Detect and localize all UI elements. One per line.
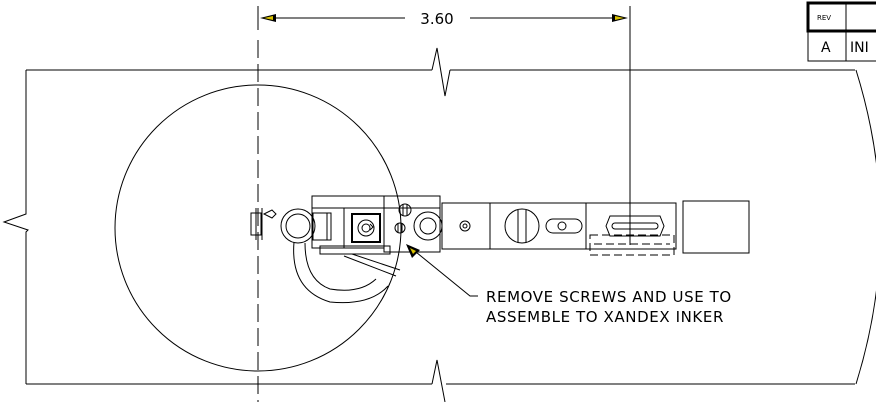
note-line-1: REMOVE SCREWS AND USE TO — [486, 288, 732, 306]
revision-table: REV A INI — [806, 1, 876, 62]
inker-assembly — [250, 195, 750, 304]
rev-header: REV — [817, 14, 831, 22]
plate-outline — [2, 47, 876, 402]
wafer-circle — [114, 84, 402, 372]
dimension-value: 3.60 — [420, 10, 453, 28]
note-line-2: ASSEMBLE TO XANDEX INKER — [486, 308, 724, 326]
leader-note: REMOVE SCREWS AND USE TO ASSEMBLE TO XAN… — [406, 244, 732, 326]
dimension: 3.60 — [257, 6, 631, 245]
rev-description: INI — [850, 40, 869, 56]
rev-letter: A — [821, 40, 831, 56]
